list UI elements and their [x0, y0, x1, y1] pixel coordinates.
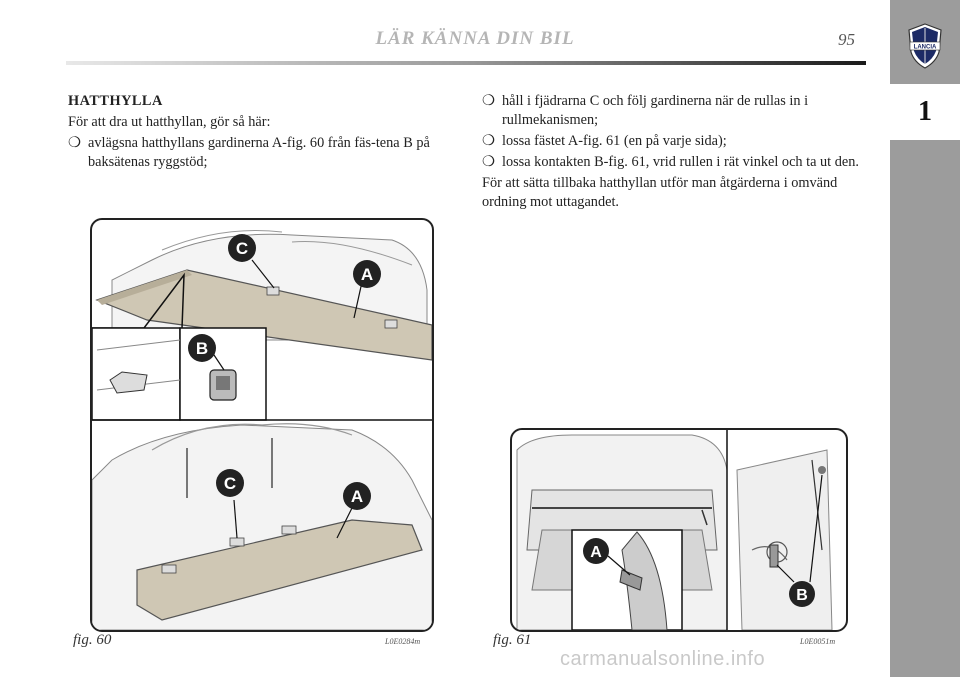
bullet-text: lossa kontakten B-fig. 61, vrid rullen i… [502, 154, 859, 170]
figure-61-illustration: A B [516, 430, 833, 630]
lancia-logo-icon: LANCIA [908, 23, 942, 69]
logo-text: LANCIA [914, 45, 937, 51]
shelf-curtain-lower [136, 519, 423, 621]
bullet-text: lossa fästet A-fig. 61 (en på varje sida… [502, 133, 727, 149]
bullet-item: ❍ lossa fästet A-fig. 61 (en på varje si… [482, 132, 872, 151]
label-c: C [236, 239, 248, 258]
label-b: B [196, 339, 208, 358]
figure-61-code: L0E0051m [800, 637, 836, 646]
bullet-marker-icon: ❍ [482, 93, 495, 109]
bullet-marker-icon: ❍ [482, 133, 495, 149]
figure-60-code: L0E0284m [385, 637, 421, 646]
header-divider [66, 61, 866, 65]
page-header-title: LÄR KÄNNA DIN BIL [375, 28, 575, 49]
figure-60-illustration: C A B C A [92, 230, 432, 630]
bullet-marker-icon: ❍ [482, 154, 495, 170]
bullet-text: håll i fjädrarna C och följ gardinerna n… [502, 93, 809, 128]
label-b: B [796, 587, 808, 604]
bullet-item: ❍ avlägsna hatthyllans gardinerna A-fig.… [68, 134, 454, 172]
left-column: HATTHYLLA För att dra ut hatthyllan, gör… [68, 92, 454, 174]
section-heading: HATTHYLLA [68, 93, 163, 109]
label-a-lower: A [351, 487, 363, 506]
label-a: A [590, 544, 602, 561]
figure-61: A B [510, 428, 848, 632]
page-number: 95 [838, 30, 855, 49]
watermark-text: carmanualsonline.info [560, 648, 766, 670]
bullet-text: avlägsna hatthyllans gardinerna A-fig. 6… [88, 135, 430, 170]
right-column: ❍ håll i fjädrarna C och följ gardinerna… [482, 92, 872, 214]
bullet-marker-icon: ❍ [68, 135, 81, 151]
chapter-number: 1 [918, 96, 932, 127]
label-c-lower: C [224, 474, 236, 493]
figure-61-caption: fig. 61 [493, 632, 532, 648]
chapter-tab [890, 84, 960, 140]
figure-60-caption: fig. 60 [73, 632, 112, 648]
intro-text: För att dra ut hatthyllan, gör så här: [68, 114, 271, 130]
bullet-item: ❍ håll i fjädrarna C och följ gardinerna… [482, 92, 872, 130]
closing-text: För att sätta tillbaka hatthyllan utför … [482, 175, 838, 210]
label-a: A [361, 265, 373, 284]
bullet-item: ❍ lossa kontakten B-fig. 61, vrid rullen… [482, 153, 872, 172]
figure-60: C A B C A [90, 218, 434, 632]
